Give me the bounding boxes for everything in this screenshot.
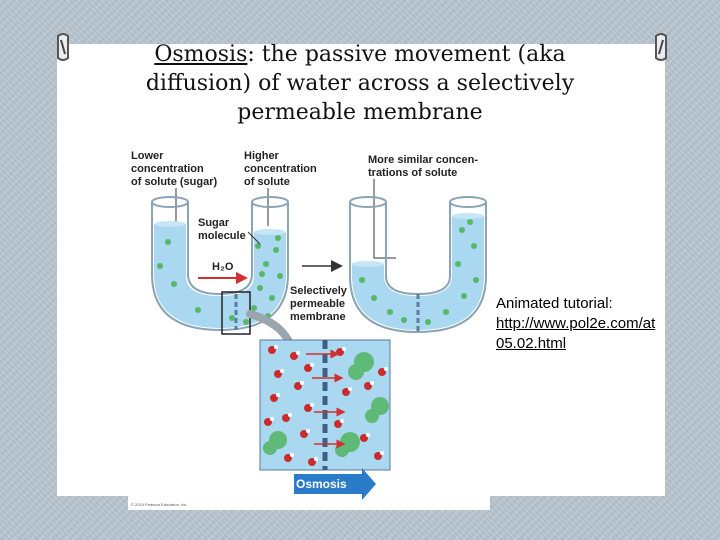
label-membrane: Selectively permeable membrane — [290, 285, 350, 323]
label-sugar-molecule: Sugar molecule — [198, 217, 246, 242]
osmosis-arrow: Osmosis — [294, 468, 376, 500]
tutorial-block: Animated tutorial: http://www.pol2e.com/… — [496, 294, 658, 354]
osmosis-figure: Lower concentration of solute (sugar) Hi… — [128, 146, 490, 510]
title-line-1: : the passive movement (aka — [247, 42, 566, 67]
slide-title: Osmosis: the passive movement (aka diffu… — [0, 40, 720, 127]
water-molecules — [264, 345, 388, 466]
label-higher-concentration: Higher concentration of solute — [244, 150, 320, 188]
tutorial-link[interactable]: http://www.pol2e.com/at05.02.html — [496, 315, 656, 352]
figure-copyright: © 2014 Pearson Education, Inc. — [131, 502, 188, 507]
label-similar-concentrations: More similar concen- trations of solute — [368, 154, 481, 179]
binder-ring-left-icon — [57, 33, 69, 61]
osmosis-arrow-label: Osmosis — [296, 477, 347, 491]
binder-ring-right-icon — [655, 33, 667, 61]
title-term: Osmosis — [154, 42, 248, 67]
label-lower-concentration: Lower concentration of solute (sugar) — [131, 150, 218, 188]
tutorial-label: Animated tutorial: — [496, 295, 613, 312]
title-line-3: permeable membrane — [237, 100, 483, 125]
title-line-2: diffusion) of water across a selectively — [145, 71, 575, 96]
label-h2o: H₂O — [212, 261, 234, 273]
